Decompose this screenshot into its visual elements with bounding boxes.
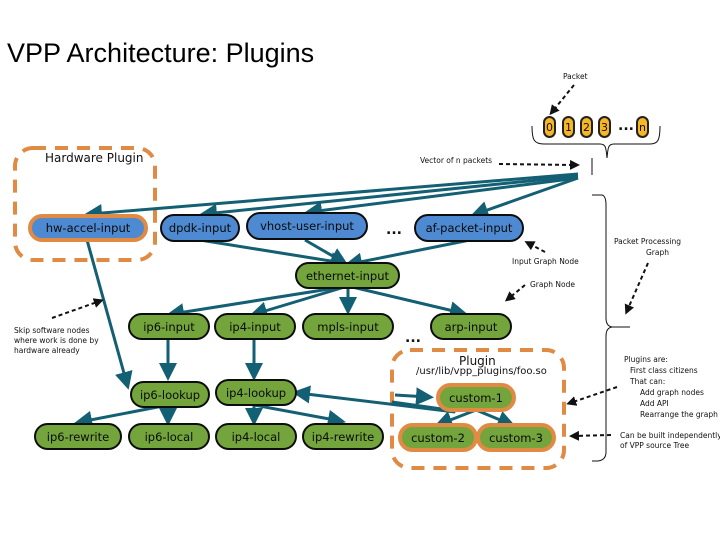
graph-node-note: Graph Node [530, 280, 575, 289]
node-ip6-input[interactable]: ip6-input [128, 313, 210, 340]
node-arp-input[interactable]: arp-input [430, 313, 512, 340]
packet-1: 1 [562, 116, 575, 138]
node-custom-2[interactable]: custom-2 [398, 423, 478, 452]
node-ethernet-input[interactable]: ethernet-input [295, 262, 400, 289]
plugin-box [390, 348, 566, 470]
node-custom-3[interactable]: custom-3 [476, 423, 556, 452]
graph-brace [592, 194, 613, 462]
node-af-packet-input[interactable]: af-packet-input [414, 214, 524, 242]
page-title: VPP Architecture: Plugins [7, 38, 315, 68]
node-ip4-lookup[interactable]: ip4-lookup [215, 379, 297, 406]
node-ip6-local[interactable]: ip6-local [128, 423, 210, 450]
note-line: Plugins are: [624, 355, 668, 364]
plugin-path: /usr/lib/vpp_plugins/foo.so [416, 366, 547, 377]
node-dpdk-input[interactable]: dpdk-input [160, 214, 240, 242]
note-line: Packet Processing [614, 237, 681, 246]
node-ip4-rewrite[interactable]: ip4-rewrite [302, 423, 384, 450]
note-line: Graph [645, 248, 669, 257]
note-line: Rearrange the graph [640, 410, 718, 419]
packet-ellipsis: ... [618, 118, 634, 134]
annotation-arrows [51, 84, 649, 441]
skip-software-note: Skip software nodes where work is done b… [14, 326, 99, 356]
note-line: That can: [630, 377, 666, 386]
built-independently-note: Can be built independently of VPP source… [620, 431, 720, 451]
plugin-label: Plugin [459, 354, 496, 368]
plugins-are-note: Plugins are: First class citizens That c… [624, 354, 718, 420]
packet-processing-graph-note: Packet Processing Graph [614, 236, 681, 258]
note-line: hardware already [14, 346, 80, 355]
hardware-plugin-box [13, 146, 157, 262]
vector-label: Vector of n packets [420, 156, 493, 165]
note-line: Add graph nodes [640, 388, 704, 397]
note-line: First class citizens [630, 366, 698, 375]
node-mpls-input[interactable]: mpls-input [302, 313, 394, 340]
packet-2: 2 [580, 116, 593, 138]
packet-n: n [636, 116, 649, 138]
node-ip4-local[interactable]: ip4-local [215, 423, 297, 450]
input-graph-node-note: Input Graph Node [512, 257, 579, 266]
note-line: Skip software nodes [14, 326, 90, 335]
note-line: Add API [640, 399, 669, 408]
packet-label: Packet [563, 72, 588, 81]
node-ip4-input[interactable]: ip4-input [214, 313, 296, 340]
packet-vector-brace [531, 125, 661, 159]
note-line: Can be built independently [620, 431, 720, 440]
note-line: where work is done by [14, 336, 99, 345]
graph-ellipsis: ... [405, 330, 421, 346]
packet-3: 3 [598, 116, 611, 138]
node-vhost-user-input[interactable]: vhost-user-input [246, 212, 368, 240]
inputs-ellipsis: ... [386, 222, 402, 238]
packet-0: 0 [543, 116, 556, 138]
edges [74, 172, 579, 429]
node-hw-accel-input[interactable]: hw-accel-input [28, 214, 148, 242]
node-ip6-lookup[interactable]: ip6-lookup [130, 381, 210, 408]
note-line: of VPP source Tree [620, 441, 690, 450]
node-ip6-rewrite[interactable]: ip6-rewrite [34, 423, 122, 450]
node-custom-1[interactable]: custom-1 [436, 383, 516, 412]
hardware-plugin-label: Hardware Plugin [45, 151, 144, 165]
